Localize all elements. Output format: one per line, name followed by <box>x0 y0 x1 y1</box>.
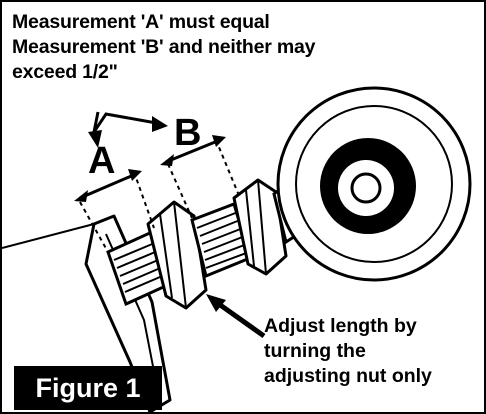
note-line-1: Measurement 'A' must equal <box>12 11 270 33</box>
dimension-a-dotted <box>79 171 155 253</box>
note-line-3: exceed 1/2" <box>12 61 118 83</box>
adjust-line-1: Adjust length by <box>264 315 417 337</box>
dimension-b-dotted <box>167 139 241 219</box>
adjust-pointer <box>214 299 266 339</box>
adjust-note: Adjust length by turning the adjusting n… <box>264 314 432 389</box>
dimension-b-arrowhead-right <box>212 135 226 147</box>
note-pointer <box>92 111 163 133</box>
dimension-a-arrowhead-right <box>128 169 142 181</box>
note-pointer-head-right <box>152 116 168 132</box>
adjust-pointer-head <box>206 294 226 312</box>
rod-end-eye <box>276 86 472 282</box>
note-line-2: Measurement 'B' and neither may <box>12 36 316 58</box>
dimension-a-arrowhead-left <box>74 190 88 202</box>
dimension-b-arrow <box>165 138 221 164</box>
reference-line <box>2 223 95 249</box>
adjusting-sleeve <box>190 202 252 279</box>
adjusting-nut <box>232 178 288 276</box>
figure-label: Figure 1 <box>14 366 162 410</box>
measurement-note: Measurement 'A' must equal Measurement '… <box>12 10 432 85</box>
label-a: A <box>88 140 116 182</box>
adjust-line-2: turning the <box>264 340 366 362</box>
note-pointer-head-down <box>88 130 102 148</box>
label-b: B <box>174 112 202 154</box>
dimension-a-arrow <box>79 172 137 200</box>
jam-nut <box>146 200 208 310</box>
dimension-b-arrowhead-left <box>160 154 174 166</box>
adjust-line-3: adjusting nut only <box>264 365 432 387</box>
